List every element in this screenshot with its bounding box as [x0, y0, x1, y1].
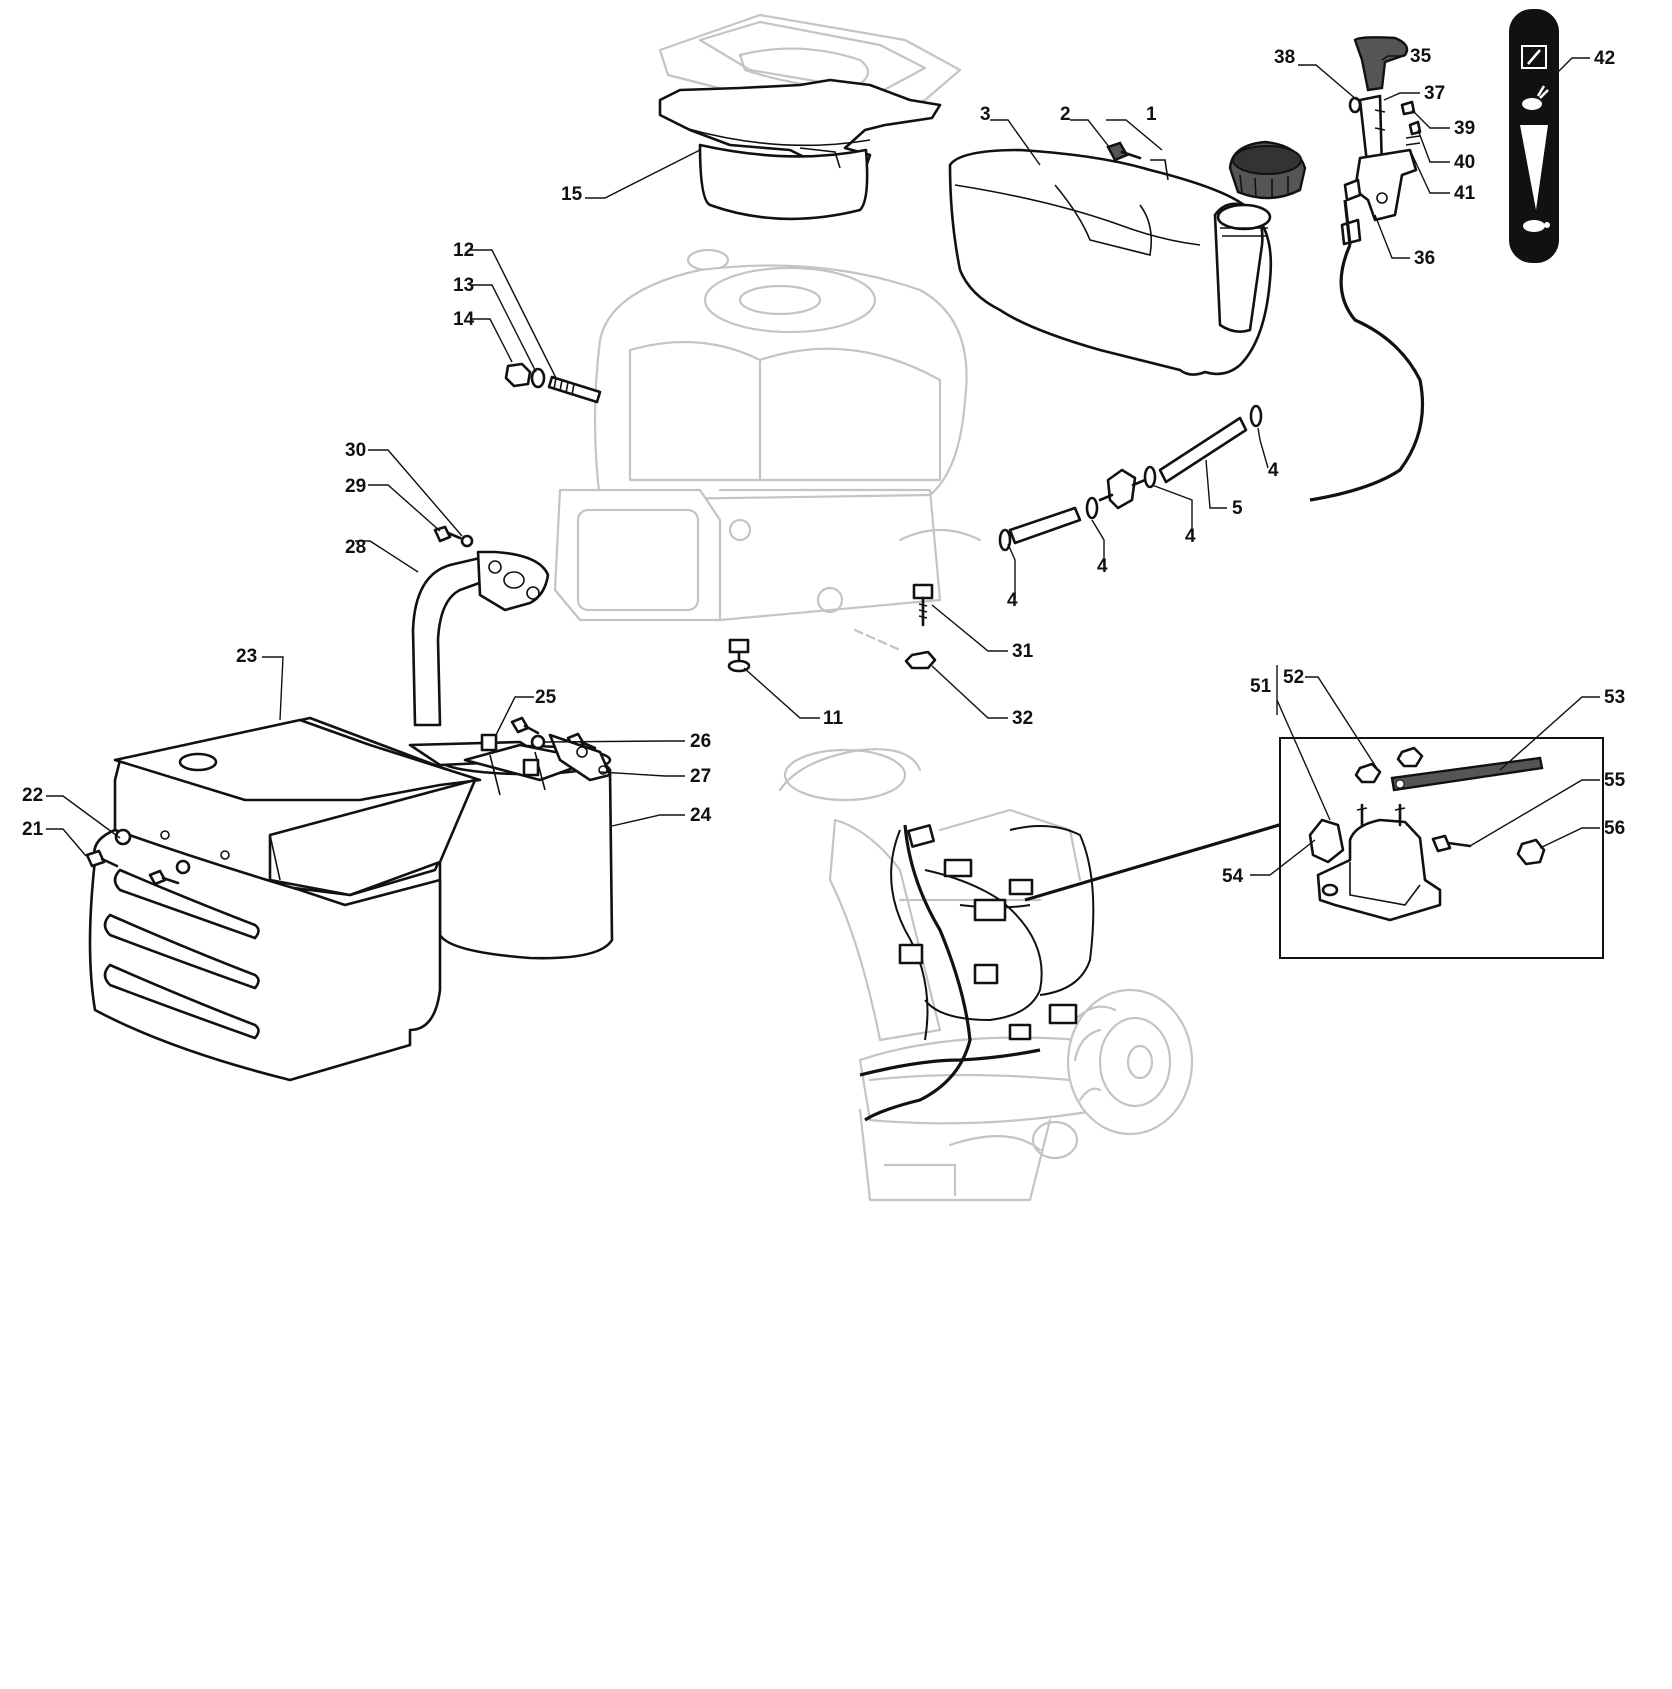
- callout-32: 32: [1012, 708, 1033, 729]
- callout-51: 51: [1250, 676, 1272, 697]
- callout-22: 22: [22, 785, 43, 806]
- leader-lines: [46, 55, 1600, 876]
- callout-52: 52: [1283, 667, 1304, 688]
- callout-54: 54: [1222, 866, 1244, 887]
- part-21-22-bolts: [85, 828, 191, 886]
- part-42-decal: [1509, 9, 1559, 263]
- callout-4-a: 4: [1007, 590, 1018, 611]
- seat-frame-ghost: [658, 13, 962, 122]
- callout-40: 40: [1454, 152, 1475, 173]
- callout-39: 39: [1454, 118, 1475, 139]
- callout-1: 1: [1146, 104, 1157, 125]
- part-28-exhaust-pipe: [411, 550, 550, 727]
- part-32-nut: [904, 650, 937, 670]
- callout-14: 14: [453, 309, 475, 330]
- tractor-ghost: [778, 748, 1331, 1202]
- callout-36: 36: [1414, 248, 1435, 269]
- callout-5: 5: [1232, 498, 1243, 519]
- part-11-bolt: [727, 638, 751, 673]
- callout-23: 23: [236, 646, 257, 667]
- fuel-line-parts: [998, 404, 1263, 552]
- part-23-front-cover: [88, 716, 482, 1082]
- turtle-icon: [1523, 220, 1550, 232]
- part-3-fuel-tank: [948, 148, 1273, 376]
- callout-28: 28: [345, 537, 366, 558]
- choke-icon: [1521, 45, 1547, 69]
- callout-4-d: 4: [1268, 460, 1279, 481]
- throttle-control: [1309, 36, 1425, 502]
- callout-24: 24: [690, 805, 712, 826]
- part-12-14-stud: [504, 362, 602, 404]
- callout-35: 35: [1410, 46, 1432, 67]
- part-25-27-fasteners: [480, 716, 612, 782]
- rabbit-icon: [1522, 85, 1549, 110]
- callout-56: 56: [1604, 818, 1625, 839]
- callout-3: 3: [980, 104, 991, 125]
- callout-55: 55: [1604, 770, 1626, 791]
- callout-41: 41: [1454, 183, 1476, 204]
- engine-ghost: [553, 248, 982, 652]
- callout-4-c: 4: [1185, 526, 1196, 547]
- part-29-30-bolt: [433, 525, 474, 548]
- callout-12: 12: [453, 240, 474, 261]
- callout-53: 53: [1604, 687, 1625, 708]
- callout-4-b: 4: [1097, 556, 1108, 577]
- callout-37: 37: [1424, 83, 1445, 104]
- callout-25: 25: [535, 687, 557, 708]
- part-2-screw: [1106, 141, 1142, 162]
- callout-29: 29: [345, 476, 366, 497]
- callout-38: 38: [1274, 47, 1295, 68]
- callout-labels: 1 2 3 4 4 4 4 5 11 12 13 14 15 21 22 23 …: [22, 46, 1626, 887]
- solenoid-inset: [1279, 737, 1604, 959]
- callout-30: 30: [345, 440, 366, 461]
- callout-13: 13: [453, 275, 474, 296]
- callout-42: 42: [1594, 48, 1615, 69]
- part-31-bolt: [912, 583, 934, 627]
- part-1-fuel-cap: [1228, 140, 1307, 200]
- callout-26: 26: [690, 731, 711, 752]
- callout-15: 15: [561, 184, 583, 205]
- callout-27: 27: [690, 766, 711, 787]
- part-15-shroud: [658, 78, 942, 221]
- callout-2: 2: [1060, 104, 1071, 125]
- callout-11: 11: [823, 708, 844, 729]
- callout-31: 31: [1012, 641, 1034, 662]
- callout-21: 21: [22, 819, 44, 840]
